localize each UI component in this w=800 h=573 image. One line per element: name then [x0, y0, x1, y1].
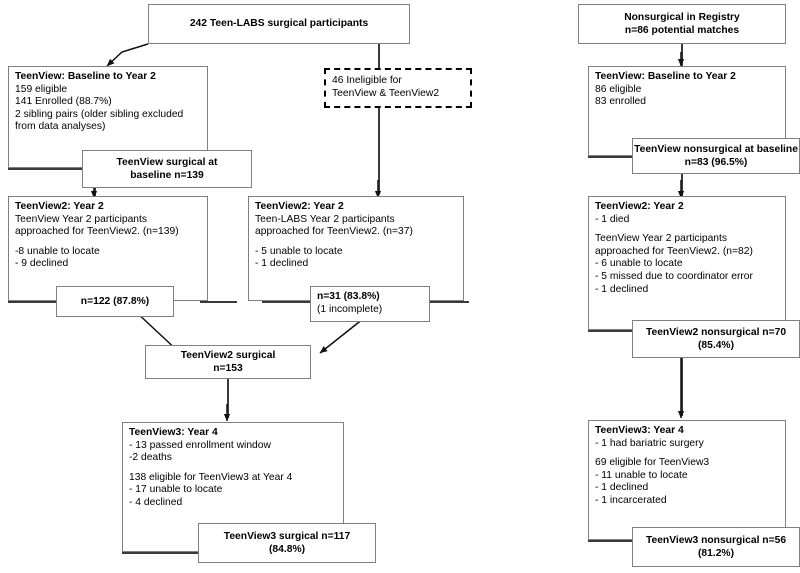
ns-tv2-header: TeenView2: Year 2: [595, 201, 684, 212]
tv2-surgical-line1: TeenView2 surgical: [180, 349, 276, 361]
box-nonsurgical-registry: Nonsurgical in Registry n=86 potential m…: [578, 4, 786, 44]
tv-baseline-header: TeenView: Baseline to Year 2: [15, 71, 156, 82]
connector-left-result-elbow-right: [200, 301, 237, 303]
box-teenview2-right-result: n=31 (83.8%) (1 incomplete): [310, 286, 430, 322]
ns-tv2-line5: - 5 missed due to coordinator error: [595, 270, 753, 282]
ns-tv2-line2: TeenView Year 2 participants: [595, 233, 728, 245]
tv3-surg-line4: - 17 unable to locate: [129, 484, 223, 496]
box-teenview2-surgical-total: TeenView2 surgical n=153: [145, 345, 311, 379]
ns-tv2-spacer: [595, 226, 780, 233]
ns-tv3-result-line2: (81.2%): [697, 547, 735, 559]
connector-right-result-elbow-right: [427, 301, 469, 303]
ns-baseline-line2: 83 enrolled: [595, 96, 646, 108]
ns-tv3-line1: - 1 had bariatric surgery: [595, 437, 704, 449]
ns-top-line2: n=86 potential matches: [624, 24, 740, 36]
box-teenview3-nonsurgical: TeenView3: Year 4 - 1 had bariatric surg…: [588, 420, 786, 540]
ns-tv2-line4: - 6 unable to locate: [595, 258, 683, 270]
tv-surg-baseline-line1: TeenView surgical at: [116, 156, 218, 168]
connector-top-to-ineligible: [378, 44, 380, 89]
ns-tv2-line3: approached for TeenView2. (n=82): [595, 245, 753, 257]
connector-baseline-elbow: [8, 168, 86, 170]
tv3-surg-result-line2: (84.8%): [268, 543, 306, 555]
tv2-right-header: TeenView2: Year 2: [255, 201, 344, 212]
tv3-surg-header: TeenView3: Year 4: [129, 427, 218, 438]
tv3-surg-line5: - 4 declined: [129, 496, 183, 508]
ns-tv3-header: TeenView3: Year 4: [595, 425, 684, 436]
tv2-surgical-line2: n=153: [213, 362, 243, 374]
ns-tv2-line6: - 1 declined: [595, 283, 649, 295]
box-surgical-participants: 242 Teen-LABS surgical participants: [148, 4, 410, 44]
tv2-left-line3: -8 unable to locate: [15, 245, 100, 257]
tv-baseline-line4: from data analyses): [15, 121, 106, 133]
tv-baseline-line1: 159 eligible: [15, 83, 68, 95]
ineligible-line1: 46 Ineligible for: [332, 75, 402, 86]
tv2-right-line1: Teen-LABS Year 2 participants: [255, 213, 395, 225]
tv2-left-header: TeenView2: Year 2: [15, 201, 104, 212]
tv-baseline-line3: 2 sibling pairs (older sibling excluded: [15, 108, 184, 120]
arrow-top-to-teenview: [106, 43, 149, 67]
tv2-left-spacer: [15, 239, 202, 246]
tv2-right-spacer: [255, 239, 458, 246]
box-teenview2-left-result: n=122 (87.8%): [56, 286, 174, 317]
ns-tv3-line4: - 1 declined: [595, 482, 649, 494]
box-teenview2-surgical-left: TeenView2: Year 2 TeenView Year 2 partic…: [8, 196, 208, 301]
tv3-surg-spacer: [129, 465, 338, 472]
connector-ns-baseline-elbow: [588, 156, 644, 158]
ns-tv3-line5: - 1 incarcerated: [595, 494, 667, 506]
tv2-right-line4: - 1 declined: [255, 258, 309, 270]
connector-ns-baseline-down: [681, 174, 683, 198]
tv2-left-line4: - 9 declined: [15, 258, 69, 270]
connector-ns-tv3-elbow: [588, 540, 644, 542]
tv3-surg-result-line1: TeenView3 surgical n=117: [223, 530, 351, 542]
connector-right-result-elbow: [262, 301, 312, 303]
box-teenview2-nonsurgical: TeenView2: Year 2 - 1 died TeenView Year…: [588, 196, 786, 330]
ns-tv-baseline-res-line1: TeenView nonsurgical at baseline: [634, 143, 798, 155]
connector-ns-tv2-down: [681, 348, 683, 416]
connector-tv3-result-elbow: [122, 552, 226, 554]
ns-tv2-line1: - 1 died: [595, 213, 630, 225]
tv3-surg-line1: - 13 passed enrollment window: [129, 439, 271, 451]
ns-tv3-result-line1: TeenView3 nonsurgical n=56: [645, 534, 787, 546]
ns-top-line1: Nonsurgical in Registry: [624, 11, 740, 23]
connector-top-to-teenview2-right: [378, 88, 380, 194]
ns-tv3-line3: - 11 unable to locate: [595, 469, 688, 481]
ns-baseline-line1: 86 eligible: [595, 83, 642, 95]
ns-baseline-header: TeenView: Baseline to Year 2: [595, 71, 736, 82]
box-teenview-surgical-baseline: TeenView surgical at baseline n=139: [82, 150, 252, 188]
ns-tv-baseline-res-line2: n=83 (96.5%): [684, 156, 748, 168]
tv3-surg-line2: -2 deaths: [129, 452, 172, 464]
tv2-right-line2: approached for TeenView2. (n=37): [255, 226, 413, 238]
box-teenview2-surgical-right: TeenView2: Year 2 Teen-LABS Year 2 parti…: [248, 196, 464, 301]
connector-ns-tv2-elbow: [588, 330, 644, 332]
tv2-right-result-line2: (1 incomplete): [317, 303, 383, 315]
box-teenview2-nonsurgical-result: TeenView2 nonsurgical n=70 (85.4%): [632, 320, 800, 358]
ns-tv2-result-line1: TeenView2 nonsurgical n=70: [645, 326, 787, 338]
surgical-top-line1: 242 Teen-LABS surgical participants: [189, 18, 369, 30]
tv2-left-line2: approached for TeenView2. (n=139): [15, 226, 179, 238]
tv3-surg-line3: 138 eligible for TeenView3 at Year 4: [129, 471, 293, 483]
connector-left-result-elbow: [8, 301, 70, 303]
ns-tv3-line2: 69 eligible for TeenView3: [595, 457, 710, 469]
tv2-right-result-line1: n=31 (83.8%): [317, 291, 380, 302]
box-teenview3-nonsurgical-result: TeenView3 nonsurgical n=56 (81.2%): [632, 527, 800, 567]
connector-ns-top-down: [681, 44, 683, 66]
tv-surg-baseline-line2: baseline n=139: [130, 169, 204, 181]
ns-tv2-result-line2: (85.4%): [697, 339, 735, 351]
tv2-left-result-line1: n=122 (87.8%): [80, 295, 150, 307]
tv2-right-line3: - 5 unable to locate: [255, 245, 343, 257]
box-teenview3-surgical-result: TeenView3 surgical n=117 (84.8%): [198, 523, 376, 563]
tv2-left-line1: TeenView Year 2 participants: [15, 213, 148, 225]
box-teenview-nonsurgical-baseline: TeenView nonsurgical at baseline n=83 (9…: [632, 138, 800, 174]
box-ineligible: 46 Ineligible for TeenView & TeenView2: [324, 68, 472, 108]
ineligible-line2: TeenView & TeenView2: [332, 87, 440, 99]
tv-baseline-line2: 141 Enrolled (88.7%): [15, 96, 112, 108]
ns-tv3-spacer: [595, 450, 780, 457]
connector-tv2-to-tv3: [227, 378, 229, 418]
